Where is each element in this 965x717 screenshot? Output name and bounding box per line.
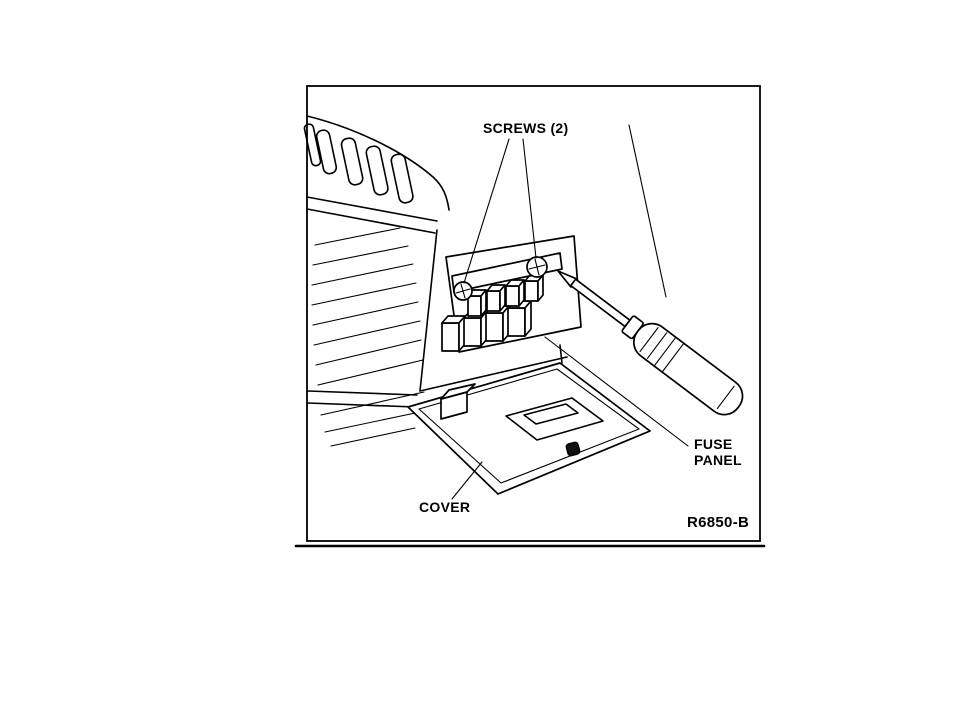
labels: SCREWS (2) FUSE PANEL COVER R6850-B <box>419 120 749 531</box>
screw-right <box>526 256 548 278</box>
label-fuse: FUSE <box>694 436 733 452</box>
screwdriver-handle <box>632 322 744 416</box>
cover-knob <box>565 441 581 457</box>
fuse-panel <box>441 235 582 364</box>
cover-latch-block <box>440 383 476 420</box>
figure-reference: R6850-B <box>687 514 749 531</box>
fuse-row-lower <box>441 300 532 352</box>
leader-lines <box>451 124 689 500</box>
leader-fuse-panel <box>544 336 689 447</box>
leader-screw-right <box>522 138 537 259</box>
cover <box>407 356 651 495</box>
cover-handle-recess <box>505 397 604 441</box>
screwdriver-grip-lines <box>639 327 735 410</box>
label-screws: SCREWS (2) <box>483 120 568 136</box>
label-cover: COVER <box>419 499 470 515</box>
leader-screw-left <box>463 138 510 284</box>
figure-frame <box>294 85 766 548</box>
screwdriver <box>557 270 744 416</box>
leader-cover <box>451 461 483 500</box>
leader-top-right <box>628 124 667 298</box>
label-panel: PANEL <box>694 452 742 468</box>
hatching <box>311 227 425 447</box>
vent-slats <box>303 123 414 204</box>
screw-left <box>453 281 473 301</box>
dashboard <box>303 115 450 447</box>
